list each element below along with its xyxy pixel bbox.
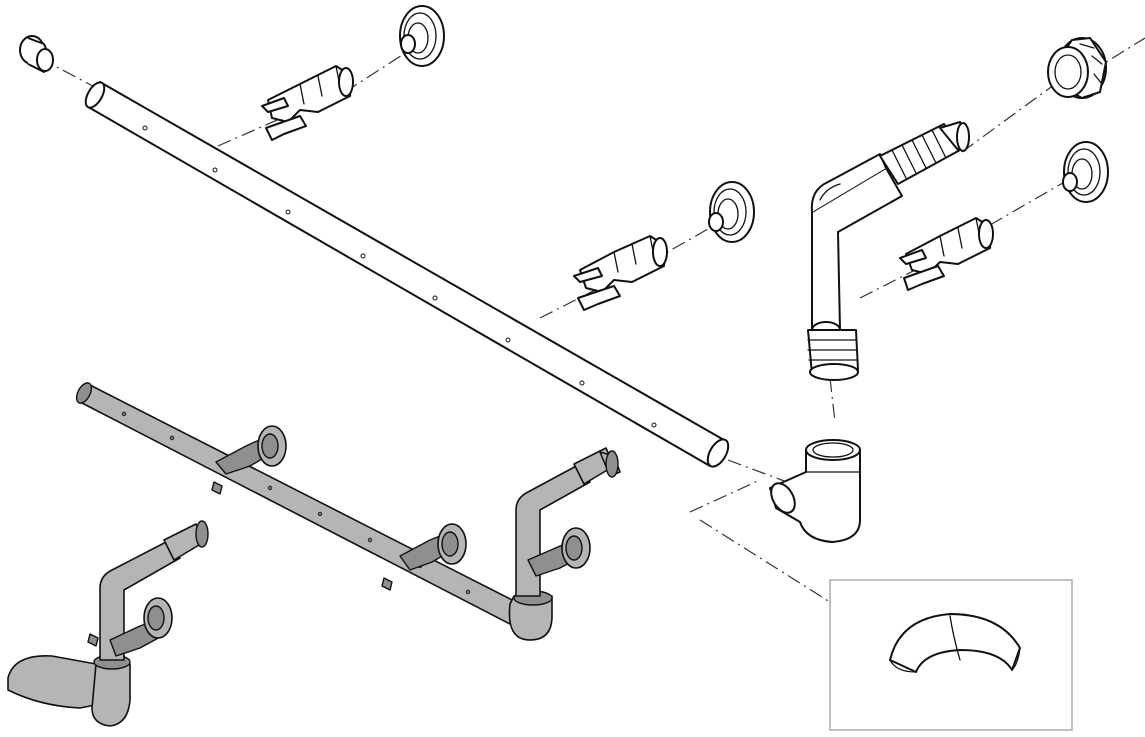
tube-holes: [142, 125, 657, 428]
assembled-view: [7, 382, 621, 727]
holder-clip: [573, 235, 668, 311]
threaded-connector: [879, 121, 970, 185]
assembled-outlet-elbow: [508, 447, 621, 641]
end-cap: [19, 35, 54, 73]
outlet-elbow-pipe: [810, 153, 903, 339]
assembled-clip-cup: [211, 425, 287, 495]
suction-cup: [708, 181, 755, 243]
suction-cup: [1062, 141, 1109, 203]
pipe-clip-detail: [889, 613, 1021, 673]
union-nut: [1047, 37, 1107, 99]
assembled-spray-bar: [75, 382, 521, 625]
holder-clip: [899, 217, 994, 291]
holder-clip: [261, 65, 354, 141]
lower-threaded-connector: [807, 329, 859, 381]
elbow-connector: [769, 439, 861, 543]
assembled-intake-elbow: [7, 520, 209, 727]
centerlines: [39, 37, 1145, 641]
detail-inset: [829, 579, 1073, 731]
spray-bar-tube: [84, 81, 730, 468]
assembled-clip-cup: [381, 523, 467, 591]
suction-cup: [399, 5, 445, 67]
